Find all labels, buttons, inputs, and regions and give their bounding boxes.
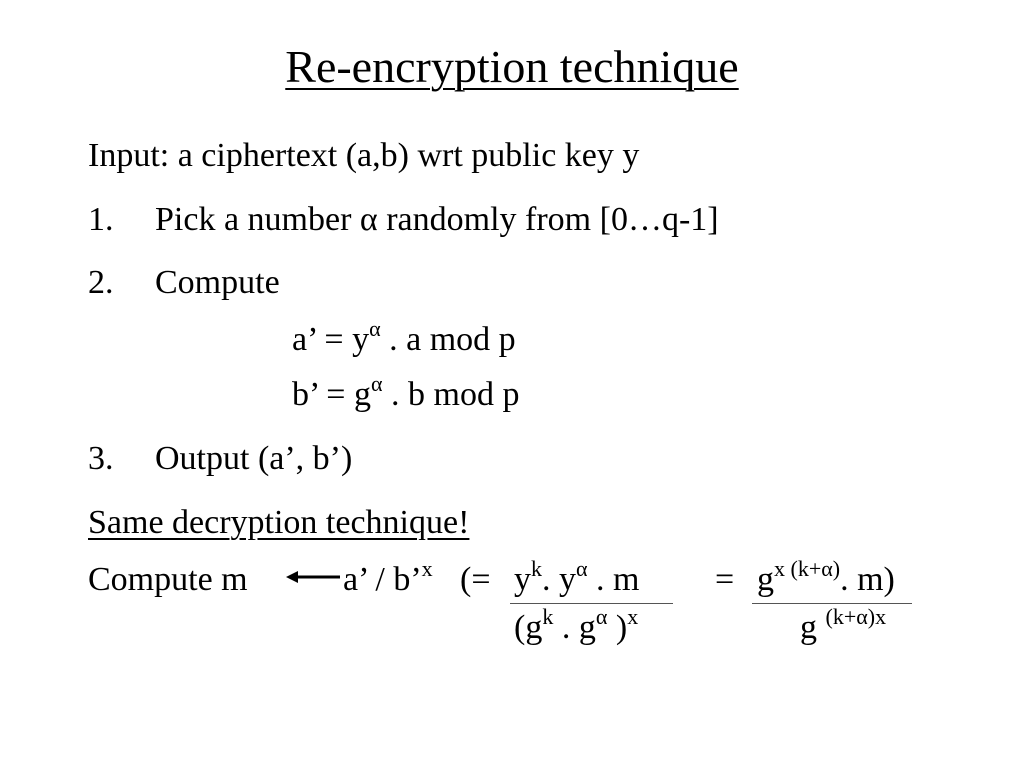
step-1-text-before: Pick a number xyxy=(155,201,360,238)
formula-b-exponent: α xyxy=(370,371,383,396)
step-3-number: 3. xyxy=(88,440,114,477)
same-decryption-heading: Same decryption technique! xyxy=(88,504,470,541)
den1-open: (g xyxy=(514,609,543,646)
step-2-text: Compute xyxy=(155,264,280,301)
den1-x-exponent: x xyxy=(627,604,639,629)
fraction-1-bar xyxy=(510,603,673,604)
num1-k-exponent: k xyxy=(531,556,542,581)
den1-mid: . g xyxy=(553,609,596,646)
compute-label: Compute m xyxy=(88,561,248,598)
equals-sign: = xyxy=(715,561,735,598)
slide-title-text: Re-encryption technique xyxy=(285,41,739,92)
slide-title: Re-encryption technique xyxy=(0,44,1024,90)
den1-alpha-exponent: α xyxy=(595,604,608,629)
compute-open-paren: (= xyxy=(460,561,491,598)
fraction-1-numerator: yk. yα . m xyxy=(514,558,640,598)
left-arrow-icon xyxy=(286,571,340,583)
num2-g: g xyxy=(757,561,774,598)
den2-exponent: (k+α)x xyxy=(825,604,887,629)
formula-a-rhs: . a mod p xyxy=(380,321,516,358)
num1-y: y xyxy=(514,561,531,598)
num2-exponent: x (k+α) xyxy=(774,556,841,581)
fraction-2-denominator: g (k+α)x xyxy=(800,606,886,646)
step-1-number: 1. xyxy=(88,201,114,238)
formula-a-exponent: α xyxy=(369,316,381,341)
formula-b-rhs: . b mod p xyxy=(382,376,520,413)
step-1-alpha-symbol: α xyxy=(359,201,378,238)
input-line: Input: a ciphertext (a,b) wrt public key… xyxy=(88,137,640,174)
num1-alpha-exponent: α xyxy=(576,556,588,581)
den1-close: ) xyxy=(607,609,628,646)
fraction-2-numerator: gx (k+α). m) xyxy=(757,558,895,598)
formula-a-prime: a’ = yα . a mod p xyxy=(292,318,516,358)
num1-end: . m xyxy=(587,561,640,598)
step-1-text: Pick a number α randomly from [0…q-1] xyxy=(155,203,719,237)
num1-mid: . y xyxy=(542,561,576,598)
step-1-text-after: randomly from [0…q-1] xyxy=(377,201,719,238)
formula-a-lhs: a’ = y xyxy=(292,321,370,358)
fraction-1-denominator: (gk . gα )x xyxy=(514,606,638,646)
compute-expression: a’ / b’x xyxy=(343,558,433,598)
formula-b-lhs: b’ = g xyxy=(292,376,371,413)
step-2-number: 2. xyxy=(88,264,114,301)
formula-b-prime: b’ = gα . b mod p xyxy=(292,373,520,413)
fraction-2-bar xyxy=(752,603,912,604)
compute-expr-exponent: x xyxy=(421,556,433,581)
den2-g: g xyxy=(800,609,817,646)
num2-end: . m) xyxy=(840,561,895,598)
den1-k-exponent: k xyxy=(542,604,554,629)
compute-expr-base: a’ / b’ xyxy=(343,561,422,598)
step-3-text: Output (a’, b’) xyxy=(155,440,353,477)
